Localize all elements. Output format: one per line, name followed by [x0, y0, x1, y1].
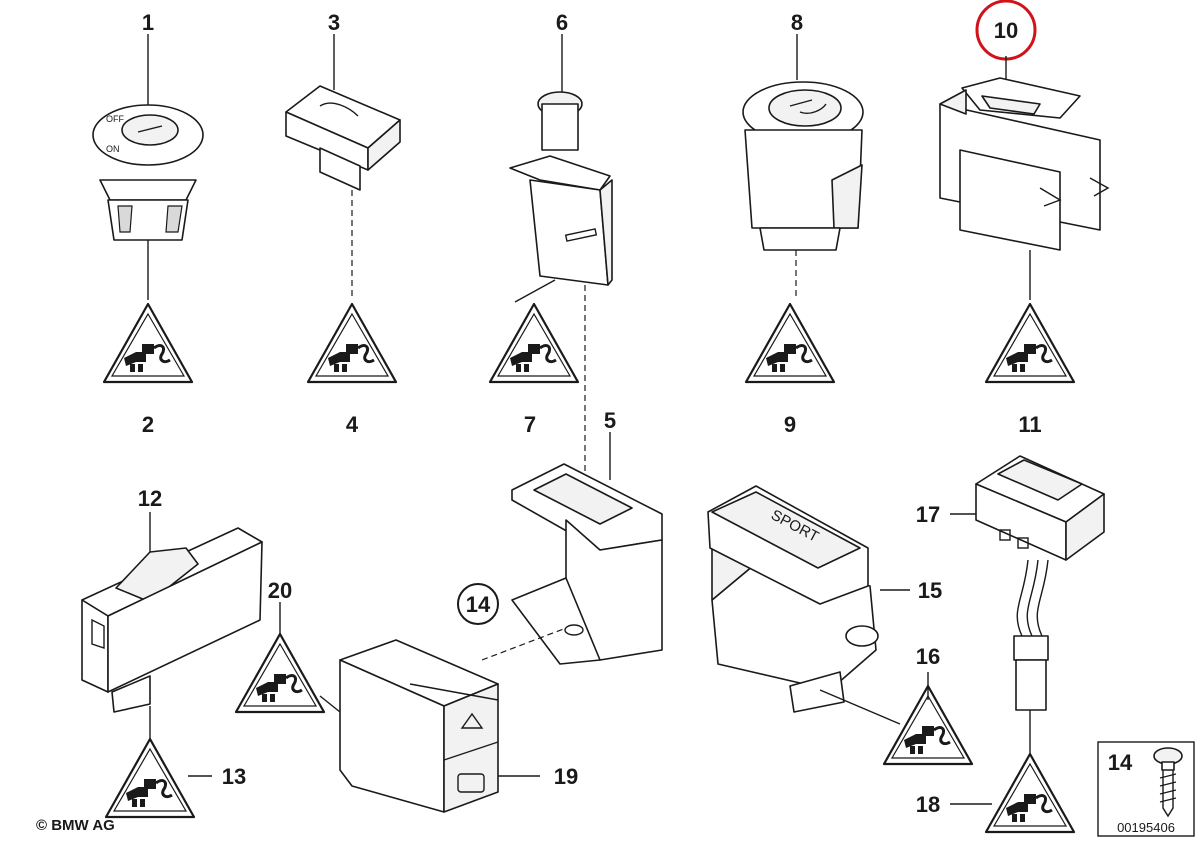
callout-1: 1: [142, 10, 154, 35]
svg-text:OFF: OFF: [106, 114, 124, 124]
callout-13: 13: [222, 764, 246, 789]
inset-label: 14: [1108, 750, 1133, 775]
callout-4: 4: [346, 412, 359, 437]
callout-8: 8: [791, 10, 803, 35]
screw-inset: 14 00195406: [1097, 741, 1195, 837]
part-brake-light-switch: [509, 34, 613, 490]
part-harness-switch: [950, 455, 1105, 760]
callout-3: 3: [328, 10, 340, 35]
callout-18: 18: [916, 792, 940, 817]
screw-icon: [1153, 747, 1183, 818]
callout-17: 17: [916, 502, 940, 527]
inset-code: 00195406: [1117, 820, 1175, 835]
callout-15: 15: [918, 578, 942, 603]
connector-warning-icon: [744, 302, 836, 384]
part-multi-switch: [81, 512, 263, 740]
callout-11: 11: [1018, 412, 1041, 437]
part-sport-button: SPORT: [707, 485, 910, 725]
svg-text:ON: ON: [106, 144, 120, 154]
callout-14: 14: [466, 592, 491, 617]
callout-9: 9: [784, 412, 796, 437]
callout-20: 20: [268, 578, 292, 603]
callout-14-circle: [457, 583, 499, 625]
callout-6: 6: [556, 10, 568, 35]
callout-16: 16: [916, 644, 940, 669]
part-trunk-switch: [285, 34, 401, 300]
part-ignition-lock: OFF ON: [92, 34, 204, 300]
callout-2: 2: [142, 412, 154, 437]
copyright-text: © BMW AG: [36, 817, 115, 834]
callout-5: 5: [604, 408, 616, 433]
connector-warning-icon: [984, 752, 1076, 834]
part-rocker-switch: [939, 0, 1110, 300]
connector-warning-icon: [306, 302, 398, 384]
connector-warning-icon: [984, 302, 1076, 384]
connector-warning-icon: [104, 737, 196, 819]
connector-warning-icon: [488, 302, 580, 384]
part-round-button: [742, 34, 864, 300]
callout-7: 7: [524, 412, 536, 437]
callout-19: 19: [554, 764, 578, 789]
connector-warning-icon: [102, 302, 194, 384]
part-bracket: [481, 432, 663, 665]
callout-12: 12: [138, 486, 162, 511]
hazard-triangle-icon: [460, 712, 484, 729]
callout-10: 10: [994, 18, 1018, 43]
part-hazard-switch: [319, 639, 540, 813]
connector-warning-icon: [234, 632, 326, 714]
